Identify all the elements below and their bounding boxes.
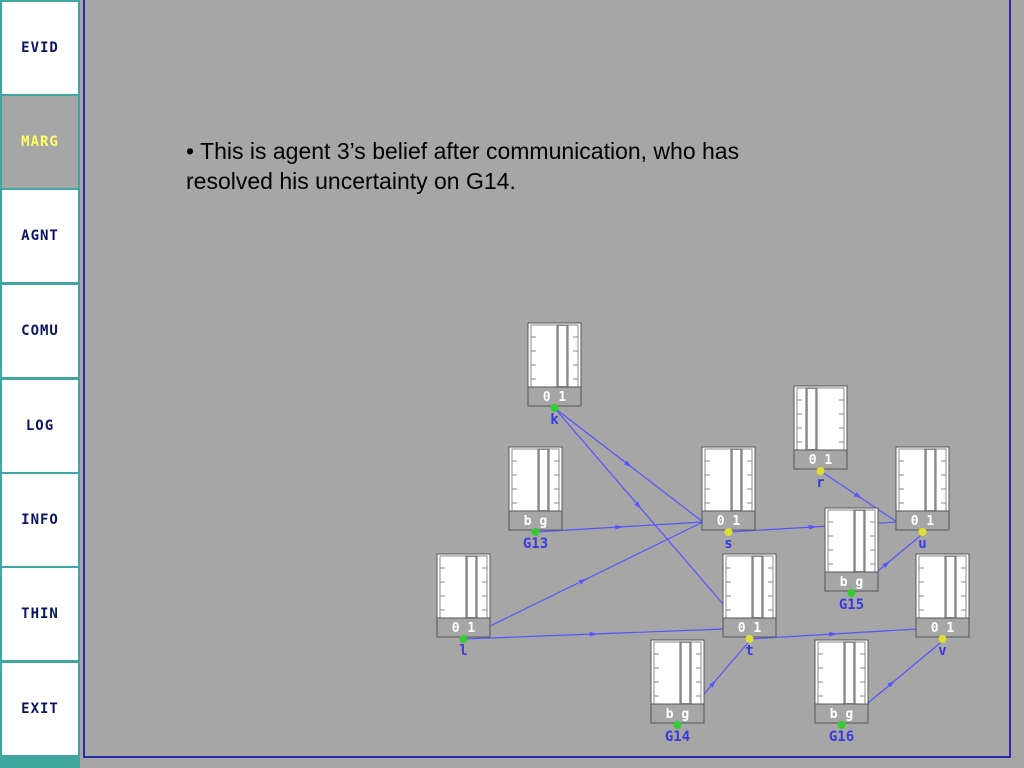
caption-text: • This is agent 3’s belief after communi… <box>186 138 740 194</box>
node-states-label: 0 1 <box>452 621 476 636</box>
node-states-label: 0 1 <box>911 514 935 529</box>
nav-button-exit[interactable]: EXIT <box>2 663 78 755</box>
node-states-label: 0 1 <box>543 390 567 405</box>
nav-button-thin[interactable]: THIN <box>2 568 78 660</box>
node-status-dot <box>837 721 846 729</box>
node-name-label: s <box>724 536 732 552</box>
node-states-label: b g <box>524 514 547 529</box>
node-name-label: u <box>918 536 926 552</box>
node-states-label: b g <box>666 707 689 722</box>
node-name-label: r <box>816 475 824 491</box>
nav-button-marg[interactable]: MARG <box>2 96 78 188</box>
node-g14[interactable]: b g G14 <box>650 639 705 745</box>
node-states-label: 0 1 <box>931 621 955 636</box>
nav-button-info[interactable]: INFO <box>2 474 78 566</box>
edge-l-t <box>463 628 725 640</box>
node-t[interactable]: 0 1 t <box>722 553 777 659</box>
node-states-label: 0 1 <box>717 514 741 529</box>
node-name-label: G14 <box>665 729 690 745</box>
edge-k-t <box>554 407 724 605</box>
node-status-dot <box>550 404 559 412</box>
nodes-layer: 0 1 k b g G13 0 1 s 0 1 r 0 1 u b g G15 0 1 l 0 1 t 0 1 v… <box>436 322 970 745</box>
node-v[interactable]: 0 1 v <box>915 553 970 659</box>
nav-button-log[interactable]: LOG <box>2 380 78 472</box>
nav-button-agnt[interactable]: AGNT <box>2 190 78 282</box>
node-status-dot <box>918 528 927 536</box>
node-status-dot <box>847 589 856 597</box>
edge-t-v <box>749 628 918 640</box>
node-states-label: 0 1 <box>738 621 762 636</box>
node-name-label: t <box>745 643 753 659</box>
main-panel <box>83 0 1011 758</box>
node-r[interactable]: 0 1 r <box>793 385 848 491</box>
node-name-label: G13 <box>523 536 548 552</box>
edge-k-s <box>554 407 704 523</box>
node-name-label: G16 <box>829 729 854 745</box>
node-name-label: G15 <box>839 597 864 613</box>
node-status-dot <box>531 528 540 536</box>
node-s[interactable]: 0 1 s <box>701 446 756 552</box>
edge-l-s <box>463 521 704 640</box>
node-name-label: k <box>550 412 559 428</box>
node-states-label: 0 1 <box>809 453 833 468</box>
node-status-dot <box>745 635 754 643</box>
node-states-label: b g <box>840 575 863 590</box>
node-l[interactable]: 0 1 l <box>436 553 491 659</box>
node-g15[interactable]: b g G15 <box>824 507 879 613</box>
node-name-label: v <box>938 643 946 659</box>
node-u[interactable]: 0 1 u <box>895 446 950 552</box>
node-g13[interactable]: b g G13 <box>508 446 563 552</box>
node-g16[interactable]: b g G16 <box>814 639 869 745</box>
edge-G13-s <box>535 521 704 533</box>
node-status-dot <box>673 721 682 729</box>
node-status-dot <box>816 467 825 475</box>
node-status-dot <box>938 635 947 643</box>
node-status-dot <box>724 528 733 536</box>
node-states-label: b g <box>830 707 853 722</box>
node-name-label: l <box>459 643 467 659</box>
nav-button-comu[interactable]: COMU <box>2 285 78 377</box>
nav-button-evid[interactable]: EVID <box>2 2 78 94</box>
node-status-dot <box>459 635 468 643</box>
node-k[interactable]: 0 1 k <box>527 322 582 428</box>
